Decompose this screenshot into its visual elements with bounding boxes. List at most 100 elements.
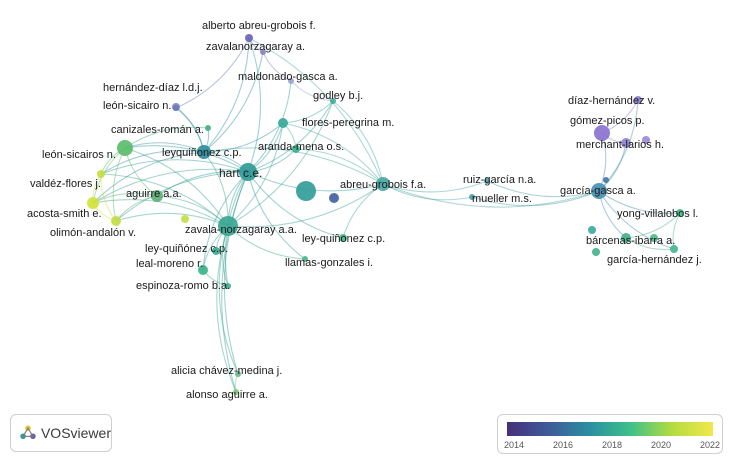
author-label-floresperegrina[interactable]: flores-peregrina m. — [302, 117, 394, 129]
coauthor-link — [100, 173, 229, 227]
author-node[interactable] — [642, 136, 650, 144]
author-node-leyquinonez1[interactable] — [197, 145, 211, 159]
author-node-hartce[interactable] — [239, 163, 257, 181]
author-label-gomezpicos[interactable]: gómez-picos p. — [570, 115, 645, 127]
author-label-leyquinonez1[interactable]: leyquiñonez c.p. — [162, 147, 242, 159]
author-node-garciahernandez[interactable] — [670, 245, 678, 253]
vosviewer-logo: VOSviewer — [10, 414, 112, 452]
author-node-leonsicairo[interactable] — [173, 105, 179, 111]
coauthor-link — [92, 199, 229, 227]
coauthor-link — [382, 183, 473, 201]
author-node-canizales[interactable] — [205, 125, 211, 131]
author-label-alberto[interactable]: alberto abreu-grobois f. — [202, 20, 316, 32]
coauthor-link — [262, 51, 292, 82]
coauthor-link — [282, 122, 384, 185]
legend-tick: 2016 — [553, 440, 574, 450]
author-label-godley[interactable]: godley b.j. — [313, 90, 363, 102]
coauthor-link — [124, 147, 229, 227]
author-node-llamas[interactable] — [302, 256, 308, 262]
author-label-zavalanorzagaray[interactable]: zavala-norzagaray a.a. — [185, 224, 297, 236]
author-label-aguirre[interactable]: aguirre a.a. — [126, 188, 182, 200]
author-node[interactable] — [592, 248, 600, 256]
author-node-godley[interactable] — [330, 98, 336, 104]
author-label-espinoza[interactable]: espinoza-romo b.a. — [136, 280, 230, 292]
author-label-canizales[interactable]: canizales-román a. — [111, 124, 204, 136]
author-label-leonsicairos[interactable]: león-sicairos n. — [42, 149, 116, 161]
legend-gradient-bar — [507, 422, 713, 436]
author-node-floresperegrina[interactable] — [278, 118, 288, 128]
author-label-valdezflores[interactable]: valdéz-flores j. — [30, 178, 101, 190]
author-label-ruizgarcia[interactable]: ruiz-garcía n.a. — [463, 174, 536, 186]
author-node-ruizgarcia[interactable] — [484, 178, 490, 184]
author-label-maldonado[interactable]: maldonado-gasca a. — [238, 71, 338, 83]
coauthor-link — [227, 122, 284, 227]
author-node-aguirre[interactable] — [151, 190, 163, 202]
author-node-alberto[interactable] — [245, 34, 253, 42]
author-label-olimon[interactable]: olimón-andalón v. — [50, 227, 136, 239]
author-label-hartce[interactable]: hart c.e. — [219, 166, 262, 180]
author-label-leyquinonez2[interactable]: ley-quiñónez c.p. — [145, 243, 228, 255]
coauthor-link — [247, 171, 306, 260]
author-node-arandamena[interactable] — [292, 145, 300, 153]
author-label-garciahernandez[interactable]: garcía-hernández j. — [607, 254, 702, 266]
author-node-espinoza[interactable] — [225, 283, 231, 289]
author-label-leyquinonez3[interactable]: ley-quiñonez c.p. — [302, 233, 385, 245]
author-label-hernandezdiaz[interactable]: hernández-díaz l.d.j. — [103, 82, 203, 94]
author-node[interactable] — [329, 193, 339, 203]
author-label-leonsicairo[interactable]: león-sicairo n. — [103, 100, 171, 112]
author-label-alonso[interactable]: alonso aguirre a. — [186, 389, 268, 401]
coauthor-link — [227, 100, 334, 227]
author-node-acostasmith[interactable] — [87, 197, 99, 209]
vosviewer-logo-icon — [20, 425, 36, 440]
author-node[interactable] — [650, 234, 658, 242]
author-label-diazhernandez[interactable]: díaz-hernández v. — [568, 95, 655, 107]
coauthor-link — [92, 192, 158, 204]
author-node-zavalanor[interactable] — [260, 49, 266, 55]
legend-tick: 2022 — [700, 440, 721, 450]
author-label-alicia[interactable]: alicia chávez-medina j. — [171, 365, 282, 377]
author-node-maldonado[interactable] — [288, 78, 294, 84]
author-label-barcenas[interactable]: bárcenas-ibarra a. — [586, 235, 675, 247]
author-label-merchant[interactable]: merchant-larios h. — [576, 139, 664, 151]
author-node-valdezflores[interactable] — [97, 170, 105, 178]
author-node-barcenas[interactable] — [621, 233, 631, 243]
author-node-lealmoreno[interactable] — [198, 265, 208, 275]
author-label-llamas[interactable]: llamas-gonzales i. — [285, 257, 373, 269]
author-node-garciagasca[interactable] — [591, 183, 607, 199]
legend-tick: 2020 — [651, 440, 672, 450]
author-node[interactable] — [181, 215, 189, 223]
coauthor-link — [216, 225, 237, 393]
author-node[interactable] — [296, 181, 316, 201]
coauthor-link — [218, 225, 239, 375]
author-node-diazhernandez[interactable] — [634, 96, 642, 104]
author-label-garciagasca[interactable]: garcía-gasca a. — [560, 185, 636, 197]
author-node-olimon[interactable] — [111, 216, 121, 226]
coauthor-link — [203, 37, 250, 153]
author-node-gomezpicos[interactable] — [594, 125, 610, 141]
coauthor-link — [92, 168, 249, 204]
author-label-abreugrobois[interactable]: abreu-grobois f.a. — [340, 179, 426, 191]
author-node-zavalanorzagaray[interactable] — [218, 216, 238, 236]
author-node-leonsicairos[interactable] — [117, 140, 133, 156]
author-node-alicia[interactable] — [235, 371, 241, 377]
coauthor-link — [290, 80, 334, 102]
author-node-leyquinonez3[interactable] — [339, 234, 347, 242]
author-node-alonso[interactable] — [233, 389, 239, 395]
author-node[interactable] — [588, 226, 596, 234]
author-node-mueller[interactable] — [469, 194, 475, 200]
coauthor-link — [115, 171, 249, 222]
author-node-abreugrobois[interactable] — [376, 177, 390, 191]
coauthor-link — [223, 171, 249, 375]
author-node-leyquinonez2[interactable] — [212, 247, 220, 255]
author-label-acostasmith[interactable]: acosta-smith e. — [27, 208, 102, 220]
author-label-yong[interactable]: yong-villalobos l. — [617, 208, 698, 220]
author-node[interactable] — [603, 177, 609, 183]
coauthor-link — [382, 183, 600, 208]
author-label-arandamena[interactable]: aranda-mena o.s. — [258, 141, 344, 153]
author-node-yong[interactable] — [676, 209, 684, 217]
author-label-zavalanor[interactable]: zavalanorzagaray a. — [206, 41, 305, 53]
author-label-mueller[interactable]: mueller m.s. — [472, 193, 532, 205]
author-label-lealmoreno[interactable]: leal-moreno r. — [136, 258, 203, 270]
author-node-merchant[interactable] — [621, 138, 631, 148]
coauthor-link — [598, 190, 675, 250]
